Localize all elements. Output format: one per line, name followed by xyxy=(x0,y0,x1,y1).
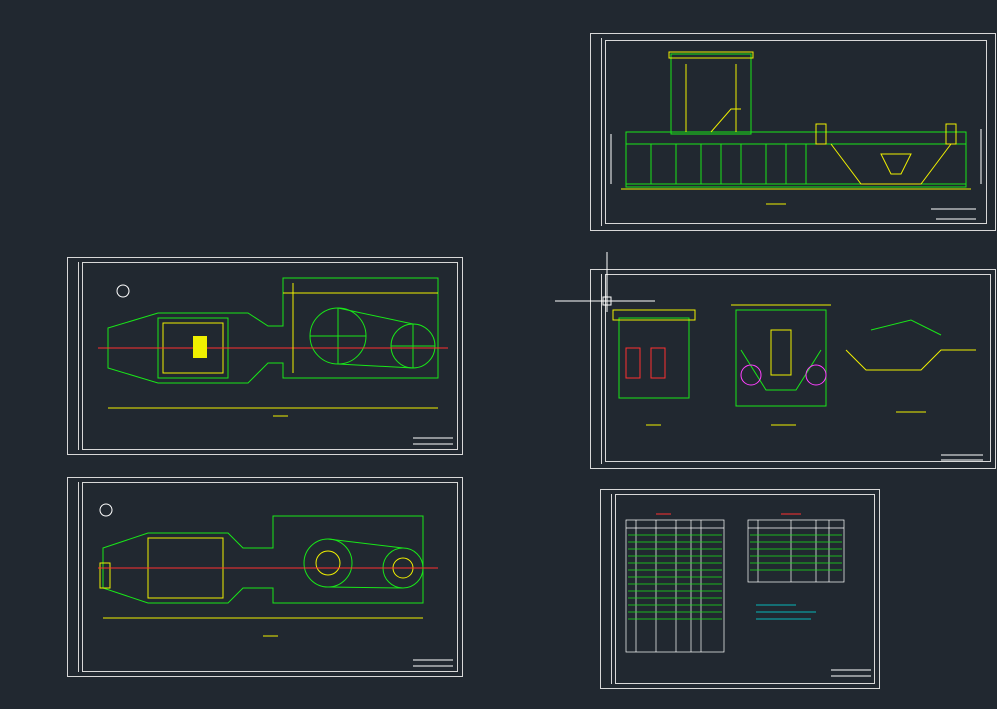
material-table-left xyxy=(625,519,725,653)
sheet-inner-frame xyxy=(605,274,991,462)
crosshair-cursor-icon xyxy=(555,252,655,312)
drawing-sheet-sections[interactable] xyxy=(590,269,996,469)
drawing-sheet-plan-upper[interactable] xyxy=(67,257,463,455)
drawing-sheet-tables[interactable] xyxy=(600,489,880,689)
plan-drawing-upper xyxy=(98,277,453,445)
sheet-inner-frame xyxy=(82,482,458,672)
title-strip xyxy=(70,262,79,450)
drawing-sheet-elevation[interactable] xyxy=(590,33,996,231)
sheet-inner-frame xyxy=(605,40,987,224)
tables-drawing xyxy=(625,513,871,677)
sheet-inner-frame xyxy=(615,494,875,684)
title-strip xyxy=(593,38,602,226)
sheet-inner-frame xyxy=(82,262,458,450)
drawing-sheet-plan-lower[interactable] xyxy=(67,477,463,677)
plan-drawing-lower xyxy=(98,503,453,667)
title-strip xyxy=(70,482,79,672)
sections-drawing xyxy=(612,304,983,461)
title-strip xyxy=(593,274,602,464)
material-table-right xyxy=(747,519,845,583)
elevation-drawing xyxy=(610,51,982,220)
title-strip xyxy=(603,494,612,684)
